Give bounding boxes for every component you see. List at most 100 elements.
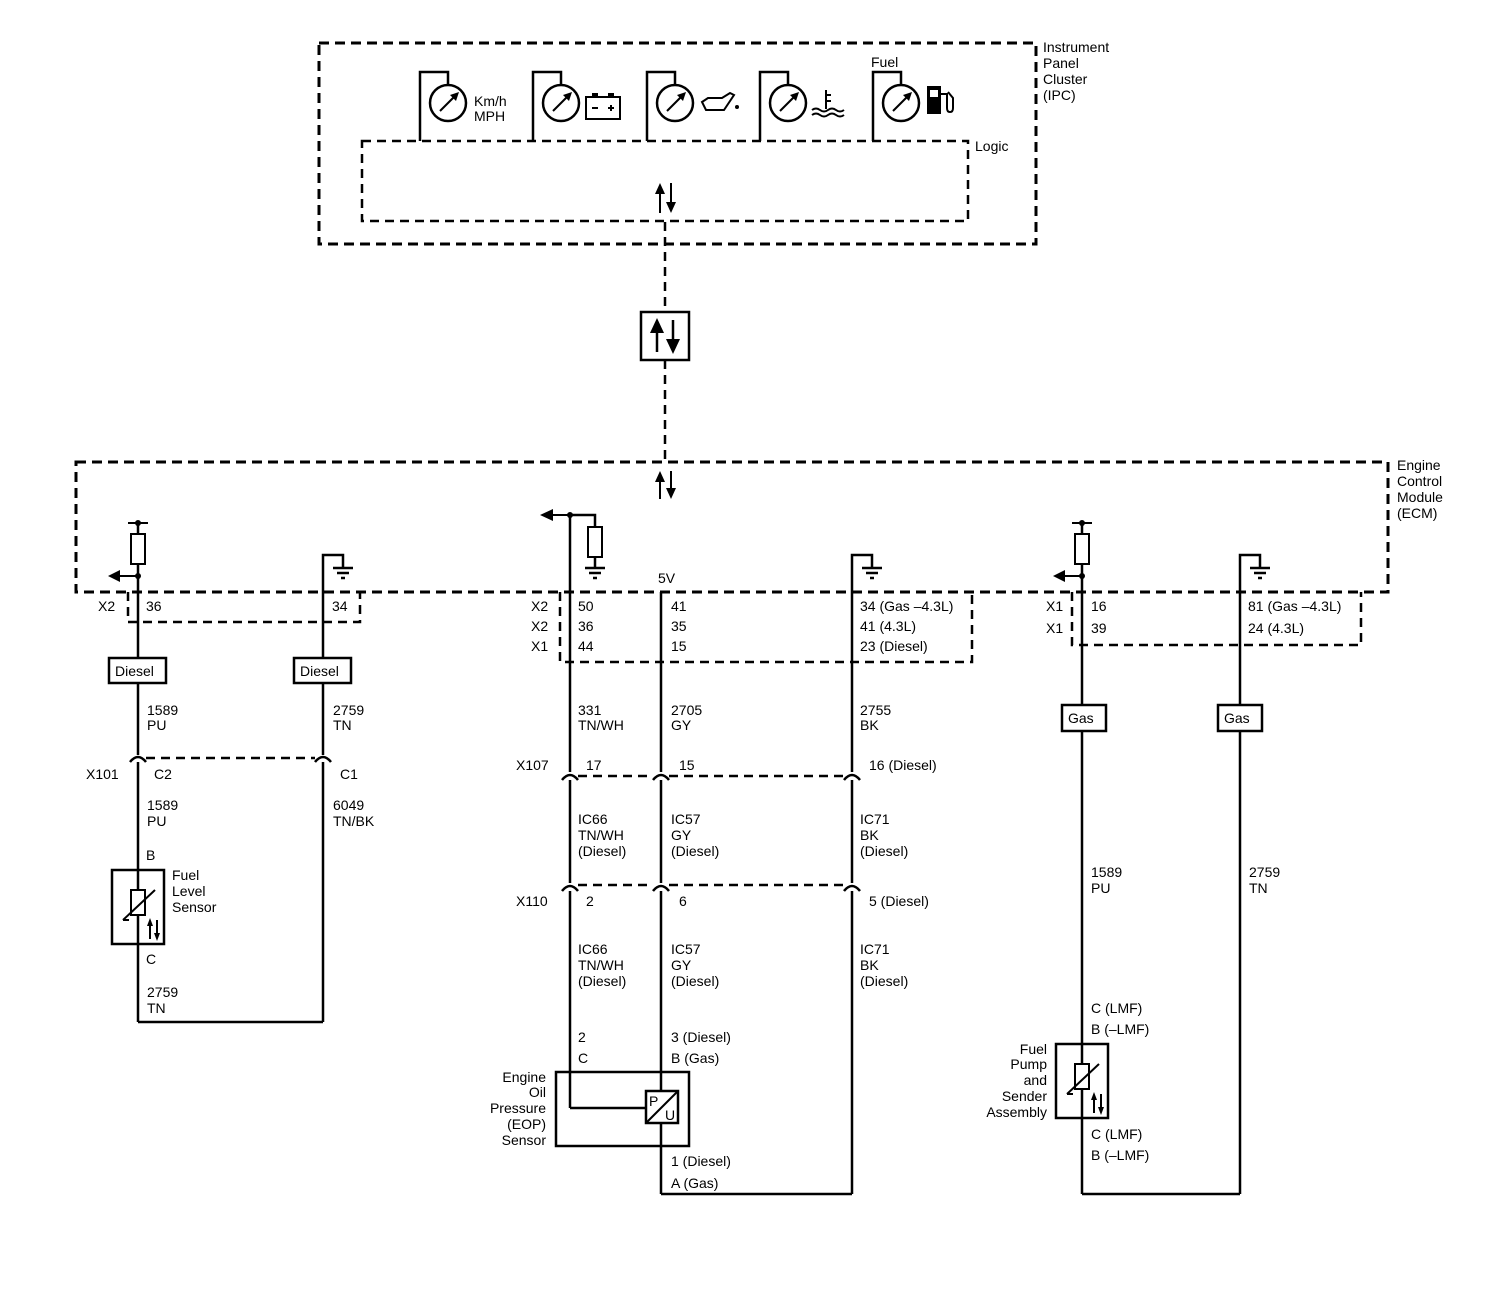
low-b-line-1: IC57 [671,941,701,957]
eop-pin-bottom-1: 1 (Diesel) [671,1153,731,1169]
ecm-label-line-4: (ECM) [1397,505,1437,521]
fuel-pump-sender-circuit: X1 X1 16 39 81 (Gas –4.3L) 24 (4.3L) Gas… [986,520,1363,1196]
mid-a-line-1: IC66 [578,811,608,827]
mid-connector-1: X2 [531,598,548,614]
left-tag-b: Diesel [300,663,339,679]
left-wire-a-color: PU [147,717,166,733]
eop-sensor-circuit: 5V X2 X2 X1 50 36 44 41 35 15 34 (Gas –4… [490,509,974,1196]
left-tag-a: Diesel [115,663,154,679]
variable-resistor-icon [122,889,156,921]
eop-pulldown-resistor [587,526,603,558]
mid-wire-c-color: BK [860,717,879,733]
mid-connector-2: X2 [531,618,548,634]
ecm-5v-label: 5V [658,570,676,586]
right-pin-top-1: C (LMF) [1091,1000,1142,1016]
fuel-pump-icon [927,86,954,114]
mid-b-line-1: IC57 [671,811,701,827]
low-b-line-3: (Diesel) [671,973,719,989]
eop-pin-b-1: 3 (Diesel) [671,1029,731,1045]
thermometer-icon [811,90,845,118]
right-tag-a: Gas [1068,710,1094,726]
mid-pin-c-2: 41 (4.3L) [860,618,916,634]
right-connector-2: X1 [1046,620,1063,636]
eop-symbol-p: P [649,1093,658,1109]
ecm-data-arrows-icon [655,471,676,499]
right-pin-a-1: 16 [1091,598,1107,614]
ecm-label-line-3: Module [1397,489,1443,505]
mid-wire-c-circuit: 2755 [860,702,891,718]
left-wire-c-color: TN [147,1000,166,1016]
left-wire-c-circuit: 2759 [147,984,178,1000]
right-wire-b-color: TN [1249,880,1268,896]
right-pin-top-2: B (–LMF) [1091,1021,1149,1037]
left-wire-a-circuit: 1589 [147,702,178,718]
speed-label-line-1: Km/h [474,93,507,109]
left-pin-a: 36 [146,598,162,614]
left-inline-pin-a: C2 [154,766,172,782]
x110-pin-a: 2 [586,893,594,909]
speed-gauge-icon [418,70,468,141]
mid-b-line-2: GY [671,827,692,843]
right-tag-b: Gas [1224,710,1250,726]
right-pin-b-1: 81 (Gas –4.3L) [1248,598,1341,614]
mid-pin-a-3: 44 [578,638,594,654]
eop-pin-a-1: 2 [578,1029,586,1045]
low-a-line-1: IC66 [578,941,608,957]
left-inline-label: X101 [86,766,119,782]
right-pin-b-2: 24 (4.3L) [1248,620,1304,636]
speed-label-line-2: MPH [474,108,505,124]
serial-data-link [639,222,691,464]
ecm-label-line-2: Control [1397,473,1442,489]
voltmeter-gauge-icon [531,70,581,141]
left-wire-a2-circuit: 1589 [147,797,178,813]
left-wire-a2-color: PU [147,813,166,829]
mid-c-line-3: (Diesel) [860,843,908,859]
mid-wire-b-color: GY [671,717,692,733]
right-wire-a-color: PU [1091,880,1110,896]
fuel-pump-label-4: Sender [1002,1088,1047,1104]
mid-pin-b-2: 35 [671,618,687,634]
right-pin-bottom-1: C (LMF) [1091,1126,1142,1142]
mid-a-line-2: TN/WH [578,827,624,843]
eop-label-2: Oil [529,1084,546,1100]
eop-pin-bottom-2: A (Gas) [671,1175,718,1191]
eop-label-5: Sensor [502,1132,547,1148]
eop-pin-a-2: C [578,1050,588,1066]
fuel-level-sensor-label-1: Fuel [172,867,199,883]
low-c-line-3: (Diesel) [860,973,908,989]
ipc-label-line-1: Instrument [1043,39,1109,55]
mid-wire-b-circuit: 2705 [671,702,702,718]
mid-pin-b-3: 15 [671,638,687,654]
right-connector-1: X1 [1046,598,1063,614]
sensor-signal-arrows-icon [147,918,160,941]
ipc-label-line-2: Panel [1043,55,1079,71]
mid-c-line-2: BK [860,827,879,843]
mid-pin-a-2: 36 [578,618,594,634]
ipc-label-line-4: (IPC) [1043,87,1076,103]
left-pin-b: 34 [332,598,348,614]
eop-signal-arrow-icon [540,509,553,521]
ecm-pullup-resistor [130,533,146,565]
mid-wire-a-circuit: 331 [578,702,602,718]
left-sensor-pin-bottom: C [146,951,156,967]
oil-pressure-gauge-icon [645,70,695,141]
mid-connector-3: X1 [531,638,548,654]
ecm-outline [74,460,1390,594]
oil-can-icon [700,91,739,111]
left-wire-b-color: TN [333,717,352,733]
x110-pin-c: 5 (Diesel) [869,893,929,909]
ipc-logic-outline [360,139,970,223]
mid-pin-c-1: 34 (Gas –4.3L) [860,598,953,614]
eop-label-1: Engine [502,1069,546,1085]
left-wire-b2-color: TN/BK [333,813,375,829]
ecm-sense-arrow-icon [108,570,120,582]
x107-pin-a: 17 [586,757,602,773]
ipc-label-line-3: Cluster [1043,71,1088,87]
right-wire-a-circuit: 1589 [1091,864,1122,880]
fuel-pump-label-2: Pump [1010,1056,1047,1072]
ecm-label-line-1: Engine [1397,457,1441,473]
right-wire-b-circuit: 2759 [1249,864,1280,880]
fuel-level-sensor-label-2: Level [172,883,205,899]
